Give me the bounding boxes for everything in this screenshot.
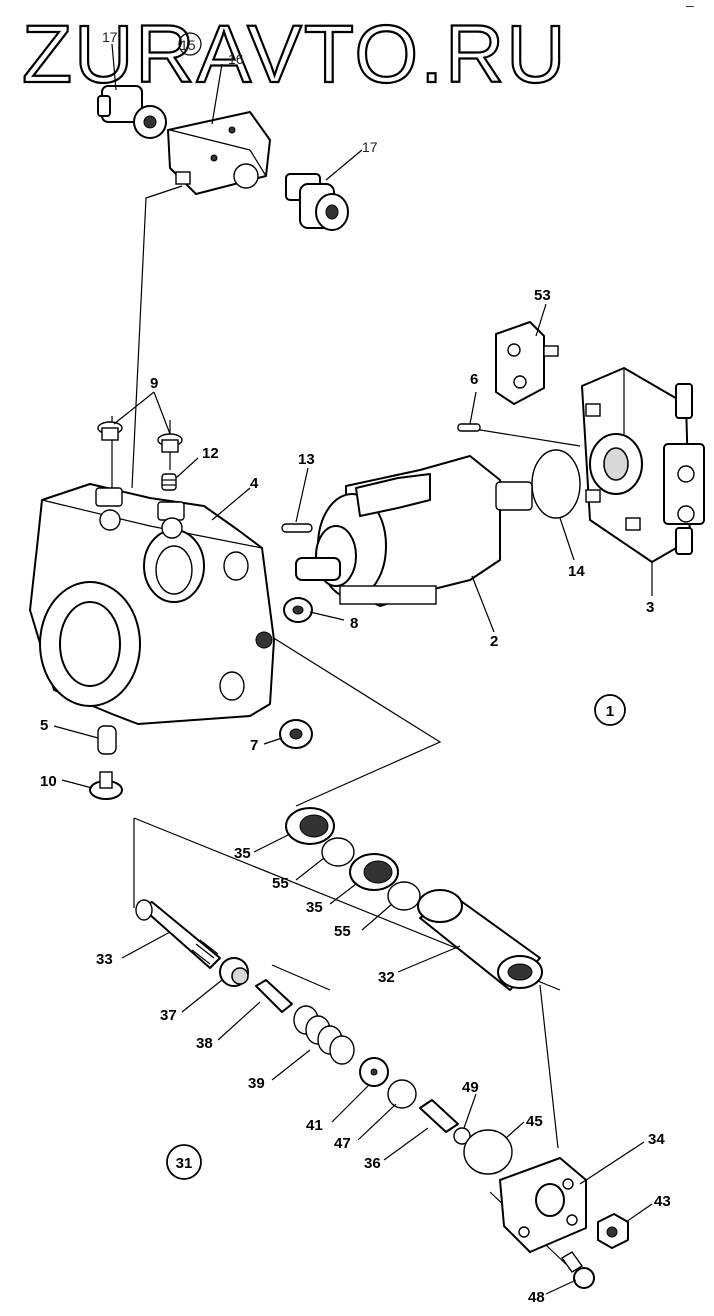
callout-36: 36: [364, 1155, 381, 1172]
bushing-35-lower: [349, 853, 399, 891]
callout-7: 7: [250, 737, 258, 754]
pump-housing: [29, 483, 275, 725]
callout-numbers: 17 15 16 17 53 6 9 12 13 4 14 3 2 8 5 7 …: [40, 29, 671, 1306]
spring-seat-41: [359, 1057, 389, 1087]
callout-47: 47: [334, 1135, 351, 1152]
callout-32: 32: [378, 969, 395, 986]
callout-6: 6: [470, 371, 478, 388]
solenoid-valve-left: [97, 85, 167, 139]
rotary-group: [295, 455, 533, 607]
callout-10: 10: [40, 773, 57, 790]
callout-34: 34: [648, 1131, 665, 1148]
callout-14: 14: [568, 563, 585, 580]
o-ring-55-upper: [321, 837, 355, 867]
callout-41: 41: [306, 1117, 323, 1134]
regulator-housing: [581, 367, 705, 563]
plug-7: [279, 719, 313, 749]
assembly-label-31: 31: [166, 1144, 202, 1180]
callout-49: 49: [462, 1079, 479, 1096]
callout-17-top-left: 17: [102, 29, 118, 45]
o-ring-45: [463, 1129, 513, 1175]
retaining-ring-47: [387, 1079, 417, 1109]
screw-48: [560, 1251, 595, 1289]
pin-6: [457, 423, 481, 432]
sensor-block: [495, 321, 559, 405]
valve-block: [167, 111, 271, 195]
spring-39: [293, 1005, 355, 1065]
pin-13: [281, 523, 313, 533]
callout-17-right: 17: [362, 139, 378, 155]
callout-4: 4: [250, 475, 259, 492]
pin-5: [97, 725, 117, 755]
plug-10: [89, 771, 123, 800]
callout-8: 8: [350, 615, 358, 632]
callout-37: 37: [160, 1007, 177, 1024]
callout-12: 12: [202, 445, 219, 462]
o-ring-55-lower: [387, 881, 421, 911]
callout-43: 43: [654, 1193, 671, 1210]
plug-9-left: [97, 421, 123, 441]
o-ring-14: [531, 449, 581, 519]
stud-33: [135, 899, 221, 969]
corner-mark: –: [686, 0, 694, 13]
cover-34: [499, 1157, 587, 1253]
callout-2: 2: [490, 633, 498, 650]
callout-5: 5: [40, 717, 48, 734]
callout-48: 48: [528, 1289, 545, 1306]
svg-text:1: 1: [606, 703, 614, 720]
plug-12: [161, 473, 177, 491]
callout-15-circle: [178, 32, 202, 56]
callout-45: 45: [526, 1113, 543, 1130]
sleeve-32: [417, 889, 543, 991]
plug-8: [283, 597, 313, 623]
callout-53: 53: [534, 287, 551, 304]
callout-35-upper: 35: [234, 845, 251, 862]
plug-9-right: [157, 433, 183, 453]
solenoid-valve-right: [285, 173, 349, 231]
o-ring-49: [453, 1127, 471, 1145]
callout-3: 3: [646, 599, 654, 616]
watermark-text: ZURAVTO.RU: [22, 9, 567, 100]
piston-37: [219, 957, 249, 987]
svg-text:31: 31: [176, 1155, 193, 1172]
callout-55-upper: 55: [272, 875, 289, 892]
nut-43: [597, 1213, 629, 1249]
callout-leaders: [53, 43, 653, 1295]
callout-33: 33: [96, 951, 113, 968]
callout-38: 38: [196, 1035, 213, 1052]
assembly-label-1: 1: [594, 694, 626, 726]
callout-55-lower: 55: [334, 923, 351, 940]
callout-13: 13: [298, 451, 315, 468]
callout-15: 15: [180, 37, 196, 53]
bushing-35-upper: [285, 807, 335, 845]
pin-38: [255, 979, 293, 1013]
callout-39: 39: [248, 1075, 265, 1092]
callout-35-lower: 35: [306, 899, 323, 916]
callout-16: 16: [228, 51, 244, 67]
callout-9: 9: [150, 375, 158, 392]
pin-36: [419, 1099, 459, 1133]
